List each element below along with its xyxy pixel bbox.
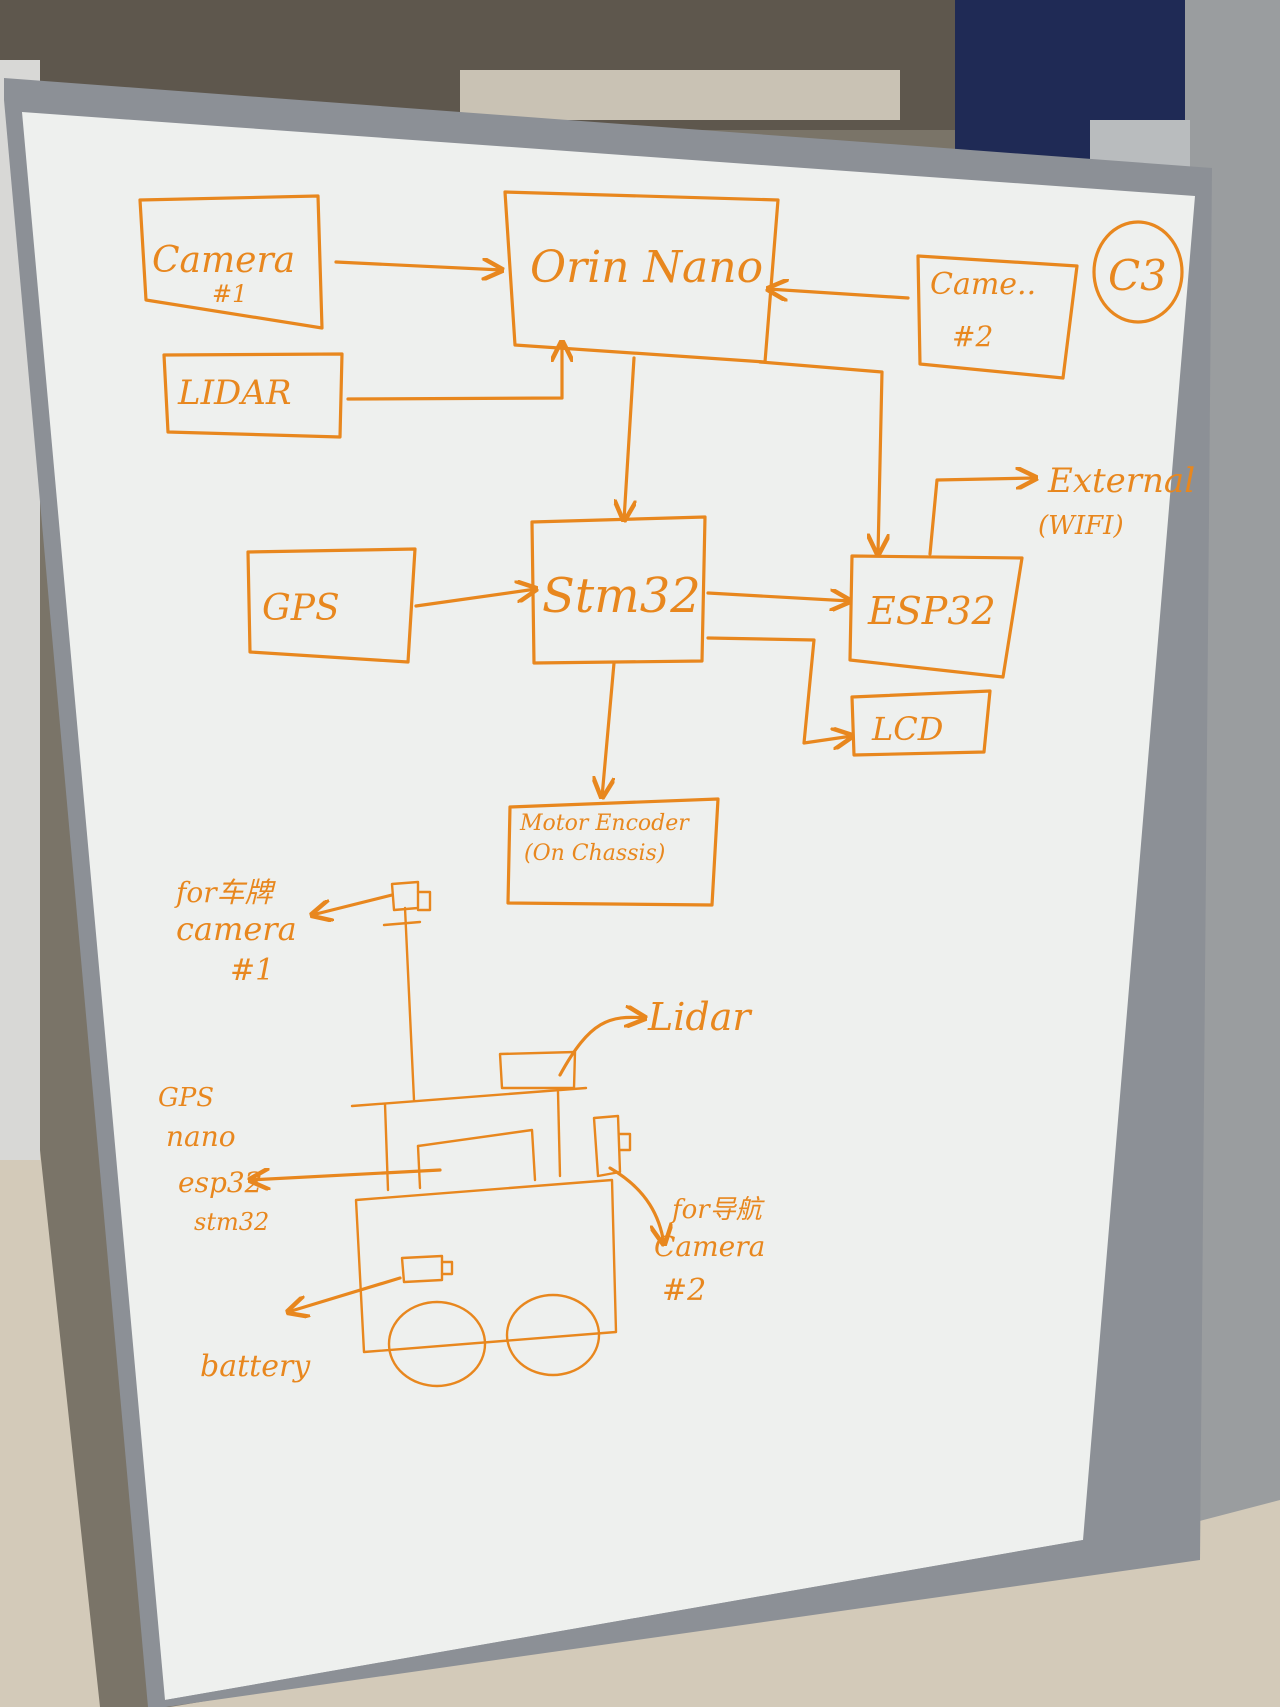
camera2-number: #2 [952,320,993,353]
camera1-label: Camera [152,240,295,281]
arrow-esp32-to-external [928,478,1036,556]
camera1-number: #1 [212,280,247,308]
camera1-note-line1: for车牌 [174,876,277,909]
esp32-block: ESP32 [848,554,1024,679]
esp32-label: ESP32 [867,589,996,633]
stm32-block: Stm32 [530,515,707,665]
floor [0,1150,1280,1707]
camera2-block: Came.. #2 [916,254,1079,380]
battery-note: battery [200,1349,311,1384]
arrow-stm32-to-motor [602,661,616,797]
camera2-note-line3: #2 [662,1273,706,1308]
arrow-camera2-to-orin [768,289,910,298]
external-sublabel: (WIFI) [1038,511,1124,541]
lidar-block: LIDAR [162,352,344,439]
external-label: External [1047,461,1195,501]
motor-encoder-sublabel: (On Chassis) [524,841,665,866]
arrow-orin-to-stm32 [624,356,634,520]
ceiling-pipe [460,70,900,120]
stack-note-gps: GPS [158,1083,214,1113]
arrow-stm32-to-lcd [706,636,852,743]
arrow-to-stack-note [250,1170,442,1180]
camera1-note-line2: camera [176,910,297,948]
camera1-block: Camera #1 [138,194,324,330]
wheel-rear [505,1293,601,1377]
orin-nano-block: Orin Nano [503,190,780,364]
electronics-stack [416,1128,537,1182]
lcd-label: LCD [871,710,943,748]
lidar-note: Lidar [647,995,753,1039]
corner-mark-label: C3 [1108,251,1167,300]
stack-note-esp32: esp32 [178,1166,263,1199]
robot-sketch [250,880,664,1388]
camera2-note-line1: for导航 [670,1195,766,1225]
upper-deck [350,1086,588,1108]
camera2-label: Came.. [930,267,1036,302]
corner-mark: C3 [1092,220,1184,324]
gps-label: GPS [262,588,340,629]
battery-sketch [400,1254,444,1284]
arrow-gps-to-stm32 [414,589,536,608]
arrow-to-camera1-note [312,893,394,915]
arrow-lidar-to-orin [346,342,562,401]
stack-note-nano: nano [166,1120,236,1153]
camera2-sketch [592,1114,622,1178]
stm32-label: Stm32 [542,568,701,624]
arrow-to-lidar-note [558,1017,645,1077]
connection-arrows [334,262,1036,797]
gps-block: GPS [246,547,417,664]
arrow-camera1-to-orin [334,262,502,270]
lidar-label: LIDAR [177,373,291,413]
arrow-orin-to-esp32 [758,360,882,554]
external-wifi-label: External (WIFI) [1038,461,1195,541]
camera1-mast [403,906,416,1102]
motor-encoder-label: Motor Encoder [519,811,690,836]
wheel-front [387,1300,487,1388]
motor-encoder-block: Motor Encoder (On Chassis) [506,797,720,907]
sketch-annotations: for车牌 camera #1 Lidar GPS nano esp32 stm… [158,876,766,1384]
camera2-note-line2: Camera [654,1230,765,1263]
camera1-sketch [390,880,420,912]
arrow-to-camera2-note [608,1166,664,1244]
stack-note-stm32: stm32 [194,1208,269,1236]
orin-nano-label: Orin Nano [530,242,763,293]
chassis [354,1178,618,1354]
arrow-stm32-to-esp32 [706,593,850,601]
arrow-to-battery-note [288,1276,402,1312]
camera1-note-line3: #1 [230,953,274,988]
